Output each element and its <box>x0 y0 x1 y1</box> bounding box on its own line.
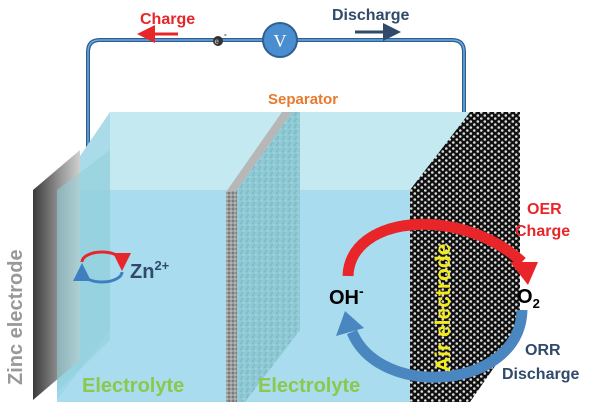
voltmeter-label: V <box>274 31 287 51</box>
electron-label: e <box>215 37 220 46</box>
air-electrode-label: Air electrode <box>432 244 455 372</box>
hydroxide-label: OH- <box>329 283 364 309</box>
electron-charge: - <box>224 30 227 39</box>
electrolyte-left-label: Electrolyte <box>82 375 184 397</box>
separator-label: Separator <box>268 91 338 108</box>
orr-discharge-arrow <box>346 309 528 383</box>
oer-label: OER <box>527 201 562 218</box>
voltmeter-icon <box>262 22 298 58</box>
orr-label: ORR <box>525 342 561 359</box>
zinc-ion-label: Zn2+ <box>130 258 170 283</box>
orr-discharge-label: Discharge <box>502 366 579 383</box>
oxygen-label: O2 <box>517 286 540 311</box>
electron-dot <box>213 36 223 46</box>
oer-charge-arrow <box>342 218 526 277</box>
zinc-electrode-label: Zinc electrode <box>5 249 27 385</box>
oer-charge-label: Charge <box>515 223 570 240</box>
electrolyte-right-label: Electrolyte <box>258 375 360 397</box>
air-electrode-mesh <box>410 112 520 402</box>
zinc-cycle-arrow-blue <box>73 263 124 284</box>
discharge-label: Discharge <box>332 7 409 24</box>
separator-membrane <box>237 112 300 402</box>
zinc-cycle-arrow-red <box>80 250 131 271</box>
charge-label: Charge <box>140 11 195 28</box>
